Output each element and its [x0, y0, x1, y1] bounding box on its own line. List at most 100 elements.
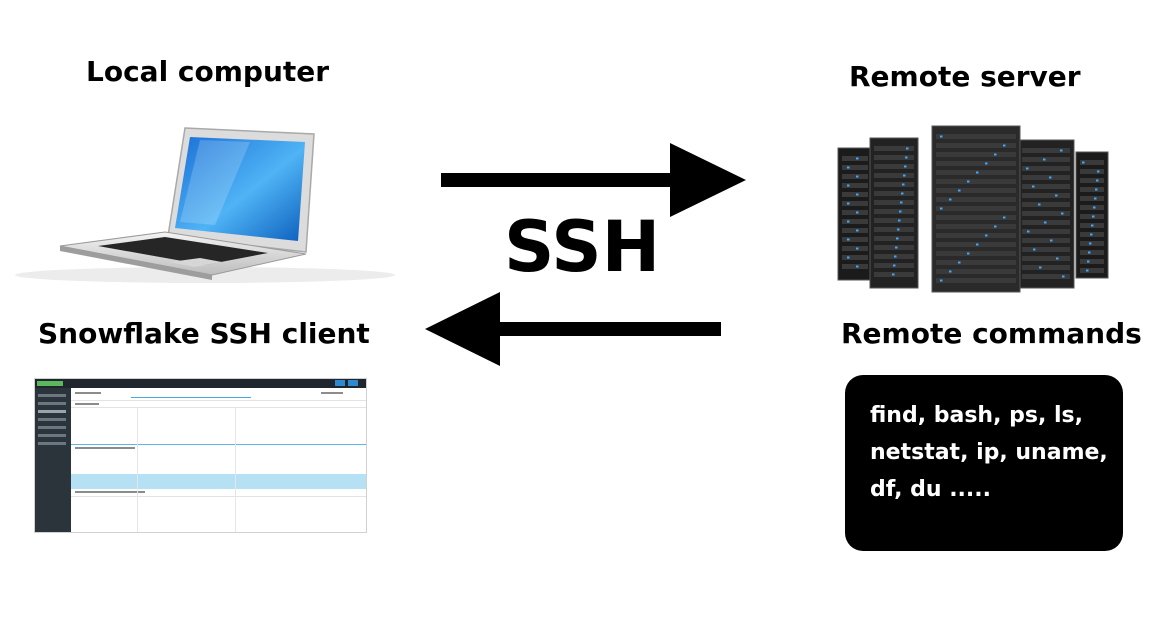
- server-led: [967, 180, 970, 183]
- server-slot: [1080, 169, 1104, 174]
- server-led: [856, 265, 859, 268]
- server-led: [893, 264, 896, 267]
- command-line: find, bash, ps, ls,: [870, 403, 1083, 428]
- server-led: [976, 243, 979, 246]
- server-slot: [1022, 211, 1070, 216]
- server-slot: [1080, 241, 1104, 246]
- client-toolbar-button: [348, 380, 358, 386]
- server-slot: [874, 200, 914, 205]
- server-slot: [936, 224, 1016, 229]
- server-led: [1096, 179, 1099, 182]
- client-tab-label: [75, 392, 101, 394]
- server-led: [892, 273, 895, 276]
- server-slot: [842, 264, 868, 269]
- server-led: [985, 162, 988, 165]
- client-new-button: [37, 381, 63, 386]
- server-led: [847, 256, 850, 259]
- server-slot: [842, 174, 868, 179]
- remote-commands-box: find, bash, ps, ls, netstat, ip, uname, …: [845, 375, 1123, 551]
- client-sidebar: [35, 388, 71, 532]
- server-slot: [842, 165, 868, 170]
- server-led: [1091, 224, 1094, 227]
- client-divider: [71, 400, 366, 401]
- server-slot: [936, 233, 1016, 238]
- server-led: [1038, 203, 1041, 206]
- server-slot: [1022, 256, 1070, 261]
- client-section-label: [75, 447, 135, 449]
- server-slot: [936, 260, 1016, 265]
- server-led: [940, 135, 943, 138]
- server-slot: [936, 188, 1016, 193]
- server-slot: [936, 134, 1016, 139]
- server-slot: [874, 245, 914, 250]
- server-led: [940, 207, 943, 210]
- server-slot: [1022, 157, 1070, 162]
- local-computer-heading: Local computer: [86, 55, 330, 88]
- server-led: [856, 193, 859, 196]
- server-slot: [874, 227, 914, 232]
- command-line: df, du .....: [870, 477, 991, 502]
- client-column-divider: [235, 407, 236, 532]
- client-sidebar-item: [38, 434, 66, 437]
- server-slot: [874, 218, 914, 223]
- server-led: [898, 219, 901, 222]
- server-slot: [936, 278, 1016, 283]
- server-slot: [874, 164, 914, 169]
- server-slot: [842, 156, 868, 161]
- server-slot: [1022, 274, 1070, 279]
- server-led: [1055, 194, 1058, 197]
- server-led: [1003, 144, 1006, 147]
- server-slot: [1080, 178, 1104, 183]
- server-led: [949, 198, 952, 201]
- server-led: [1060, 149, 1063, 152]
- client-toolbar: [35, 379, 366, 388]
- remote-commands-heading: Remote commands: [841, 317, 1142, 350]
- laptop-icon: [15, 127, 395, 283]
- server-slot: [1080, 259, 1104, 264]
- server-slot: [842, 255, 868, 260]
- server-led: [856, 211, 859, 214]
- client-sidebar-item: [38, 402, 66, 405]
- server-slot: [1022, 148, 1070, 153]
- server-slot: [842, 228, 868, 233]
- server-slot: [1022, 265, 1070, 270]
- server-led: [1092, 215, 1095, 218]
- server-slot: [842, 219, 868, 224]
- server-slot: [936, 251, 1016, 256]
- arrow-left-icon: [425, 292, 721, 366]
- client-column-header: [75, 403, 99, 405]
- client-sidebar-item: [38, 394, 66, 397]
- server-led: [1032, 185, 1035, 188]
- server-led: [899, 210, 902, 213]
- server-led: [1027, 230, 1030, 233]
- server-led: [1049, 176, 1052, 179]
- server-led: [985, 234, 988, 237]
- client-section-divider: [71, 444, 366, 445]
- ssh-label: SSH: [504, 206, 661, 288]
- server-led: [905, 156, 908, 159]
- server-slot: [1022, 238, 1070, 243]
- server-led: [1097, 170, 1100, 173]
- server-led: [1088, 251, 1091, 254]
- client-main-panel: [71, 388, 366, 532]
- server-led: [940, 279, 943, 282]
- server-led: [1039, 266, 1042, 269]
- server-led: [900, 201, 903, 204]
- server-led: [856, 247, 859, 250]
- server-led: [1093, 206, 1096, 209]
- server-led: [847, 238, 850, 241]
- server-slot: [1022, 166, 1070, 171]
- server-led: [958, 189, 961, 192]
- server-slot: [1022, 175, 1070, 180]
- arrow-right-icon: [441, 143, 746, 217]
- server-slot: [842, 192, 868, 197]
- server-slot: [1022, 193, 1070, 198]
- server-led: [1056, 257, 1059, 260]
- server-led: [1094, 197, 1097, 200]
- server-led: [1086, 269, 1089, 272]
- client-sidebar-item: [38, 418, 66, 421]
- server-slot: [1080, 187, 1104, 192]
- server-led: [958, 261, 961, 264]
- server-led: [1062, 275, 1065, 278]
- server-led: [901, 192, 904, 195]
